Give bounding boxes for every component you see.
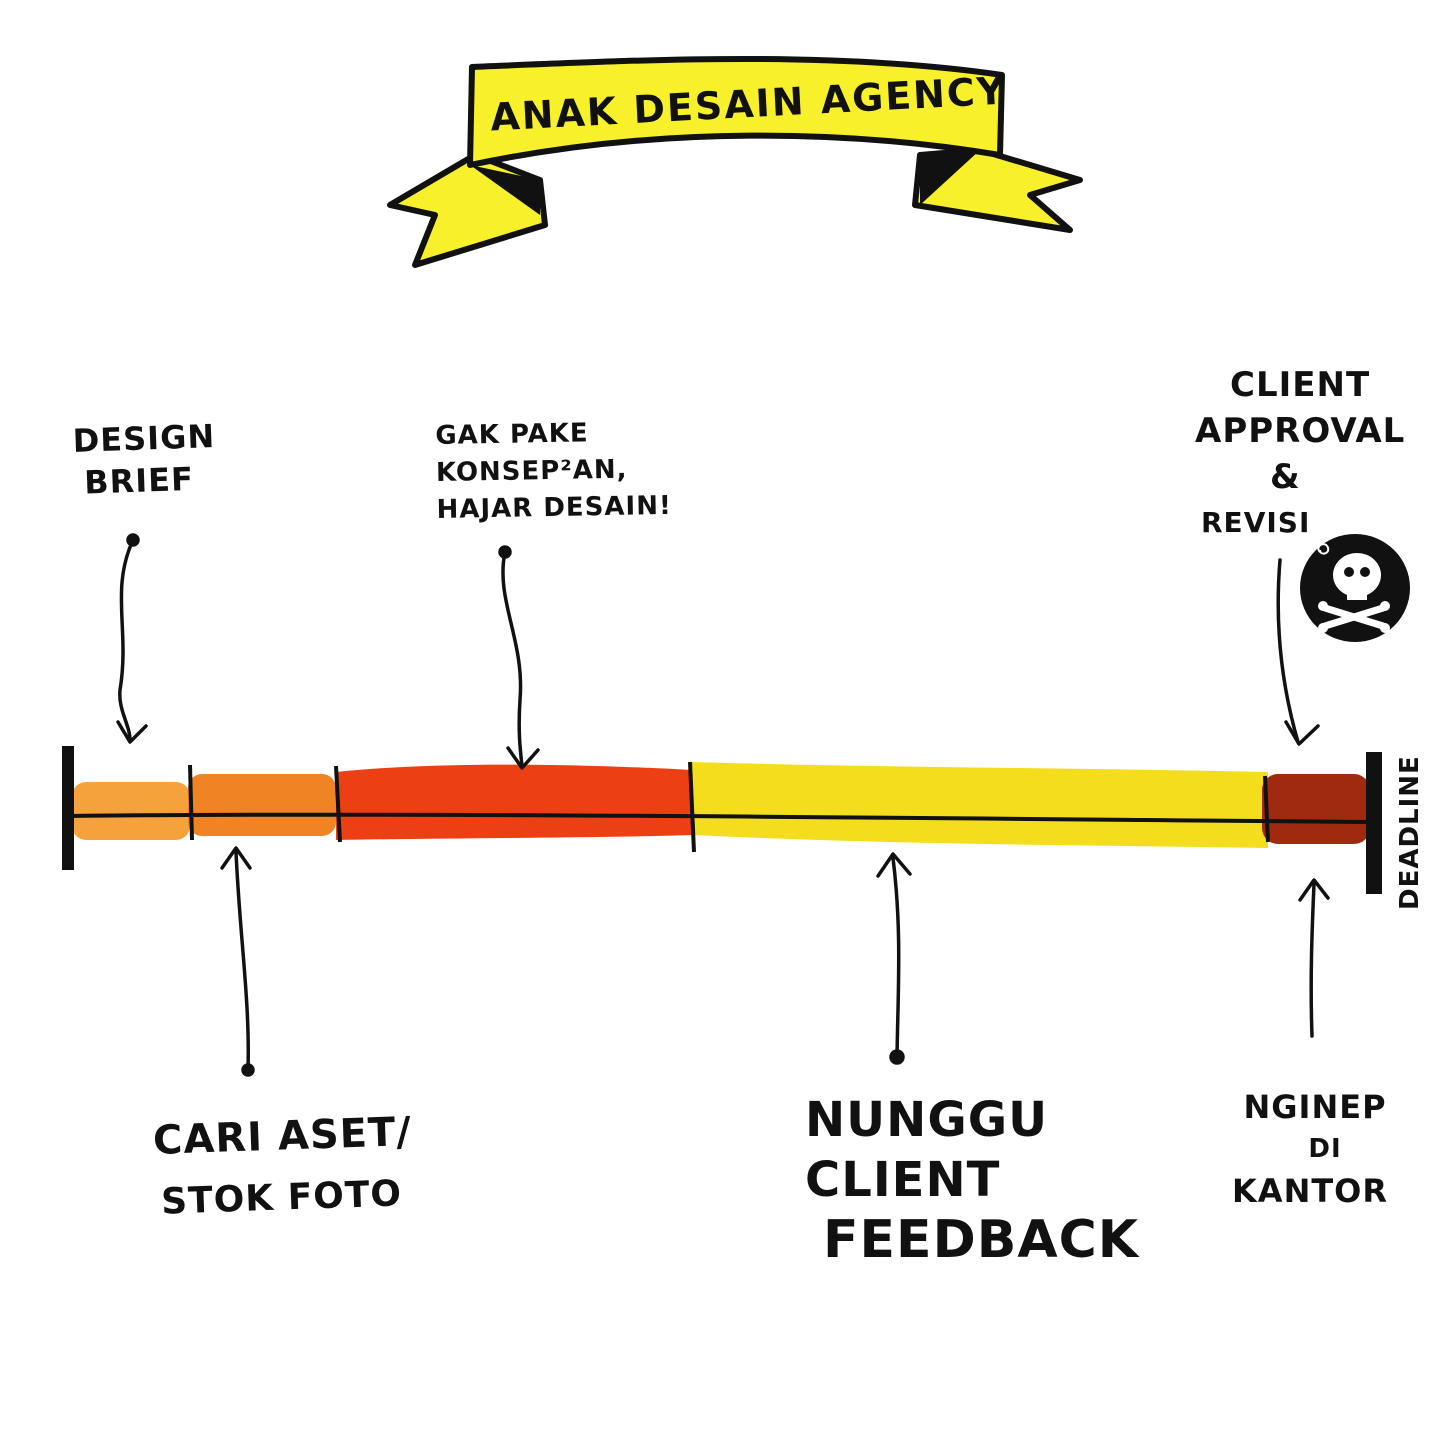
deadline-bar (1366, 752, 1382, 894)
label-cari-aset: CARI ASET/ STOK FOTO (152, 1108, 413, 1223)
label-deadline: DEADLINE (1395, 755, 1425, 910)
timeline-line (69, 812, 1373, 824)
arrow-icon (1298, 878, 1330, 1038)
label-nunggu-client-feedback: NUNGGU CLIENT FEEDBACK (805, 1092, 1140, 1270)
arrow-icon (1276, 558, 1320, 746)
divider (1263, 775, 1270, 843)
skull-icon (1300, 534, 1410, 642)
segment-hajar-desain (336, 764, 692, 840)
label-nginep-di-kantor: NGINEP DI KANTOR (1232, 1088, 1389, 1210)
divider (334, 765, 342, 843)
arrow-icon (116, 533, 148, 744)
divider (688, 761, 696, 853)
title-banner (387, 56, 1083, 268)
label-client-approval: CLIENT APPROVAL & REVISI (1195, 365, 1406, 539)
arrow-icon (876, 852, 912, 1065)
start-bar (62, 746, 74, 870)
segment-design-brief (72, 782, 190, 840)
arrow-icon (498, 545, 540, 770)
label-gak-pake-konsep: GAK PAKE KONSEP²AN, HAJAR DESAIN! (435, 418, 673, 525)
arrow-icon (220, 846, 255, 1077)
segment-cari-aset (188, 774, 336, 836)
divider (188, 764, 194, 841)
segment-nginep-di-kantor (1262, 774, 1370, 844)
label-design-brief: DESIGN BRIEF (72, 417, 216, 502)
segment-nunggu-feedback (692, 762, 1268, 848)
